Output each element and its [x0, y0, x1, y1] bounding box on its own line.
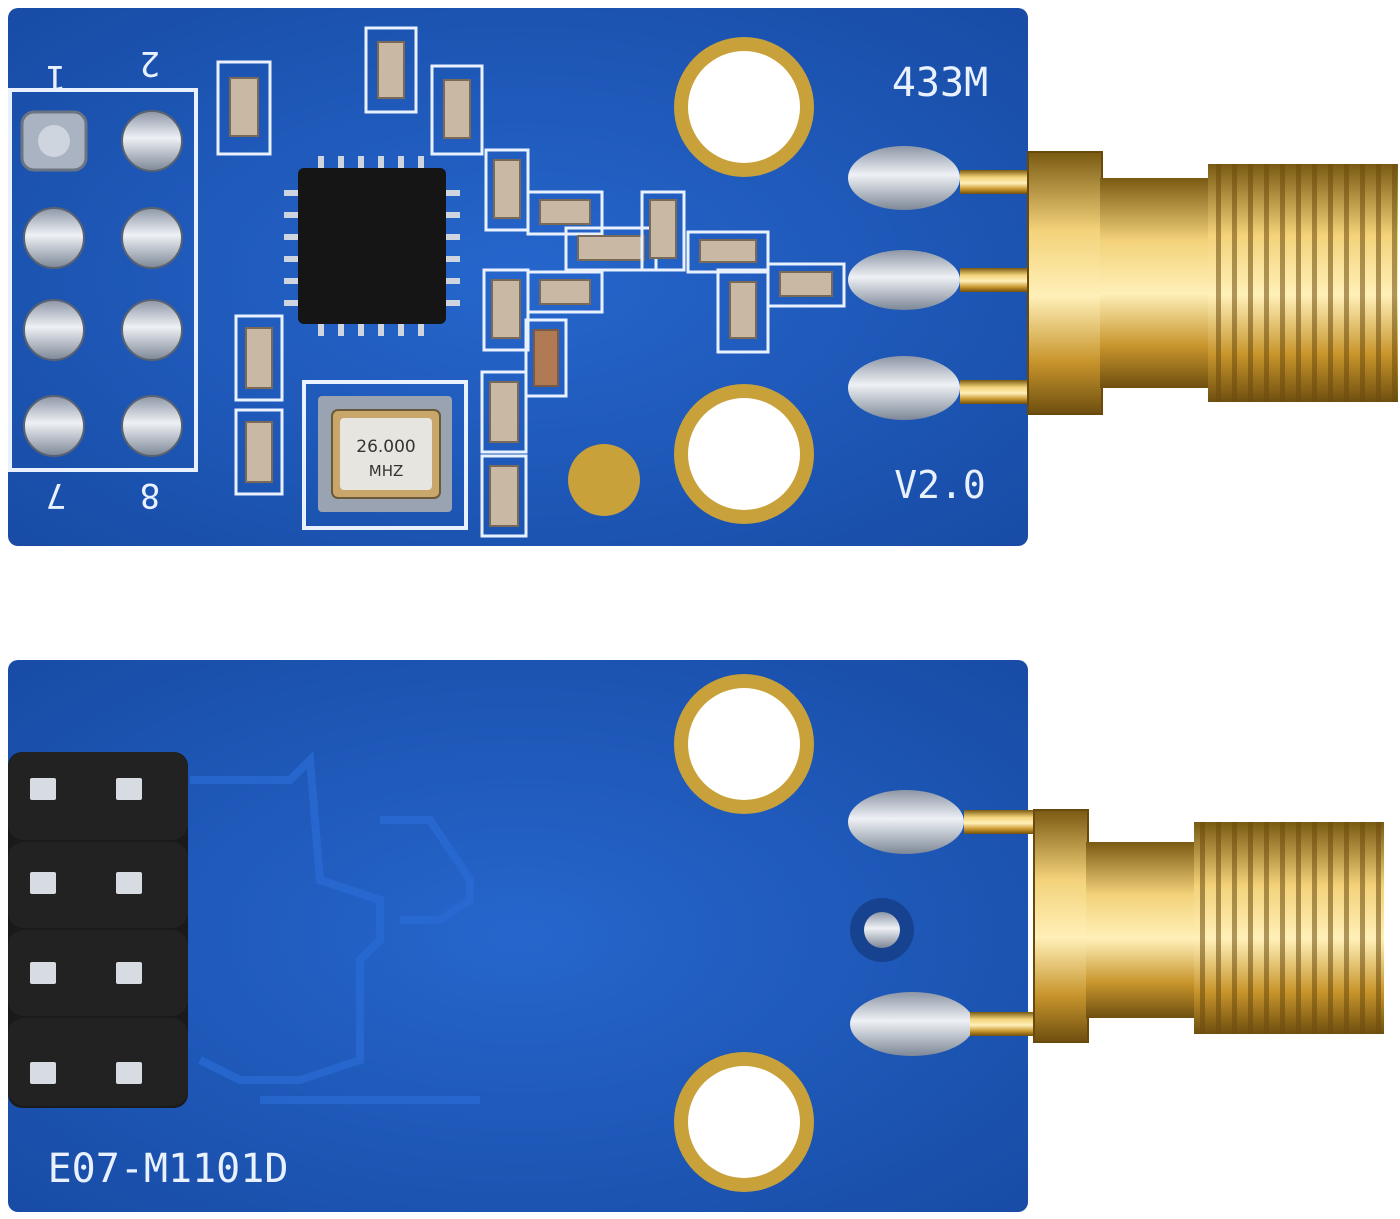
pin-label-2: 2 — [140, 43, 160, 83]
mounting-holes — [568, 37, 814, 524]
pin-pad — [23, 207, 85, 269]
mounting-holes-bottom — [674, 674, 914, 1192]
pin-label-8: 8 — [140, 475, 160, 515]
bottom-module: E07-M1101D — [8, 660, 1384, 1212]
pin-label-1: 1 — [46, 57, 66, 97]
pcb-traces — [190, 751, 480, 1104]
pin-pads — [20, 110, 183, 457]
pin-pad — [23, 395, 85, 457]
pin-pad — [121, 299, 183, 361]
model-label: E07-M1101D — [48, 1146, 289, 1192]
band-label: 433M — [892, 60, 988, 106]
sma-connector — [848, 146, 1398, 420]
header-outline — [8, 88, 198, 472]
sma-connector-bottom — [848, 790, 1384, 1056]
crystal-unit: MHZ — [369, 462, 404, 480]
pin-pad — [23, 299, 85, 361]
version-label: V2.0 — [894, 463, 986, 507]
rf-chip — [284, 156, 460, 336]
pin-label-7: 7 — [46, 475, 66, 515]
pin-pad — [121, 110, 183, 172]
pin-pad — [121, 395, 183, 457]
crystal-frequency: 26.000 — [356, 437, 415, 457]
smd-components — [216, 26, 846, 538]
crystal-oscillator: 26.000 MHZ — [302, 380, 468, 530]
top-module: 1 2 7 8 — [8, 8, 1398, 546]
pin-pad — [121, 207, 183, 269]
pin-header — [8, 752, 188, 1108]
